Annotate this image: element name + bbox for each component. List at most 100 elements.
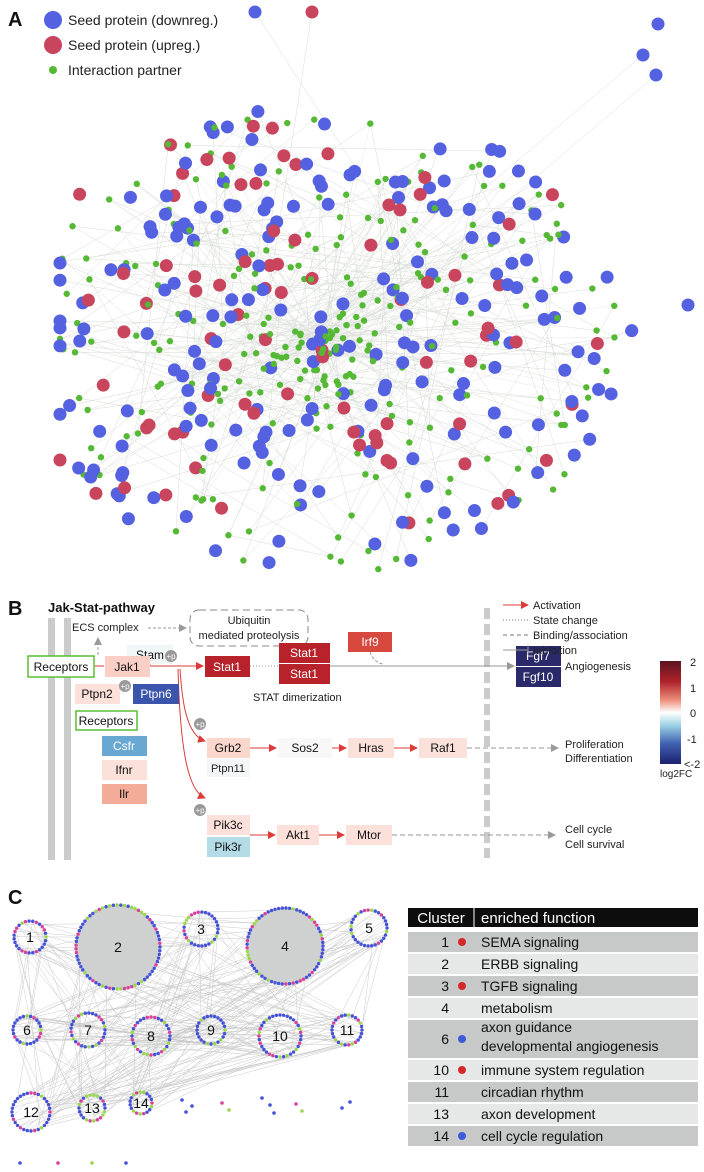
cluster-edge [14,1019,102,1038]
seed-protein-upreg-node [238,397,252,411]
cluster-member-node [47,1114,52,1118]
seed-protein-upreg-node [502,217,516,231]
seed-protein-downreg-node [314,310,328,324]
interaction-partner-node [336,214,344,221]
seed-protein-downreg-node [411,255,425,269]
network-graph [53,5,695,573]
interaction-partner-node [445,489,452,496]
seed-protein-upreg-node [418,171,432,185]
phospho-label-2: +p [166,652,176,661]
seed-protein-downreg-node [511,164,525,178]
seed-protein-downreg-node [178,156,192,170]
phospho-badge-3 [194,718,206,730]
network-edge [337,256,465,538]
seed-protein-downreg-node [223,198,237,212]
network-edge [117,228,290,431]
cluster-edge [131,1014,349,1098]
cluster-member-node [153,1015,157,1020]
cluster-edge [98,984,135,1046]
seed-protein-upreg-node [288,233,302,247]
cluster-member-node [212,1014,217,1019]
cluster-member-node [162,1020,167,1025]
interaction-partner-node [343,191,350,198]
cluster-member-node [147,1108,152,1112]
interaction-partner-node [555,231,562,238]
receptors-box [27,655,95,678]
cluster-member-node [81,1096,86,1100]
cluster-member-node [269,908,274,913]
cluster-member-node [182,925,186,929]
network-edges [59,11,657,570]
csfr-box [102,736,147,756]
cluster-member-node [45,1120,49,1125]
interaction-partner-node [295,262,302,269]
cluster-member-node [32,1016,36,1020]
cluster-member-node [74,939,79,944]
cluster-member-node [154,927,158,931]
cluster-member-node [318,929,322,934]
cluster-member-node [29,1091,33,1095]
interaction-partner-node [431,204,438,212]
cluster-member-node [135,1047,140,1052]
network-edge [310,200,397,280]
seed-protein-downreg-node [573,301,587,315]
network-edge [342,204,562,314]
network-edge [59,261,321,341]
interaction-partner-node [247,333,254,340]
table-cell-function: axon development [481,1106,596,1122]
seed-protein-downreg-node [251,105,265,119]
interaction-partner-node [467,310,475,317]
seed-protein-upreg-node [53,453,67,467]
cluster-edge [13,1025,168,1046]
seed-protein-downreg-node [467,504,481,518]
cluster-member-node [101,1099,105,1103]
network-edge [390,305,597,331]
interaction-partner-node [348,512,355,519]
interaction-partner-node [359,302,366,309]
seed-protein-downreg-node [501,278,515,292]
interaction-partner-node [553,314,561,322]
cluster-member-node [245,942,249,946]
cluster-member-node [37,922,42,926]
interaction-partner-node [400,227,407,234]
interaction-partner-node [88,338,95,345]
cluster-member-node [157,952,162,957]
interaction-partner-node [466,277,474,284]
interaction-partner-node [469,163,476,171]
cluster-member-node [271,1054,275,1058]
seed-protein-downreg-node [625,324,639,338]
singleton-node [300,1109,304,1113]
proliferation-label: Proliferation [565,739,624,751]
seed-protein-downreg-node [604,387,618,401]
interaction-partner-node [535,191,542,198]
cluster-member-node [79,925,83,930]
cluster-member-node [158,949,162,953]
cluster-member-node [330,1024,335,1029]
interaction-partner-node [133,180,140,188]
cluster-member-node [139,980,144,984]
cluster-label-10: 10 [272,1028,288,1044]
cluster-edge [200,911,210,945]
fgf10-box [516,667,561,687]
cluster-member-node [23,919,28,924]
cluster-member-node [221,1021,225,1025]
interaction-partner-node [484,455,491,462]
cluster-member-node [159,1050,164,1054]
seed-protein-downreg-node [368,537,382,551]
cluster-member-node [31,951,35,955]
interaction-partner-node [292,328,299,335]
cluster-member-node [79,1113,83,1117]
cluster-member-node [301,977,306,981]
network-edge [319,200,397,341]
interaction-partner-node [321,373,328,380]
cluster-member-node [336,1040,341,1045]
cluster-edge [34,1018,86,1120]
cluster-member-node [70,1033,74,1038]
cluster-edge [74,1040,83,1100]
cluster-member-node [339,1014,344,1018]
cluster-member-node [42,928,46,932]
cluster-member-node [267,1052,272,1056]
cluster-member-node [81,922,85,926]
network-edge [246,315,321,341]
interaction-partner-node [304,231,312,238]
